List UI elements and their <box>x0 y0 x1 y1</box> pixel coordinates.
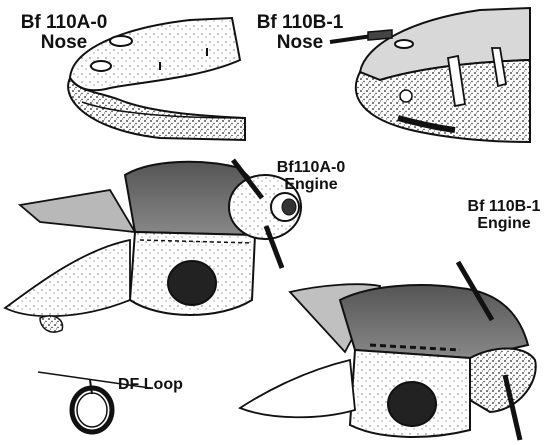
df-loop-label: DF Loop <box>118 376 183 393</box>
bf110b1-nose-drawing <box>329 6 531 144</box>
bf110a0-nose-drawing <box>67 16 246 142</box>
bf110b1-engine-subtitle: Engine <box>477 214 531 232</box>
bf110a0-engine-title: Bf110A-0 <box>276 159 346 176</box>
bf110b1-engine-label: Bf 110B-1 Engine <box>460 198 548 233</box>
bf110a0-engine-drawing <box>3 158 302 333</box>
bf110b1-nose-title: Bf 110B-1 <box>256 12 344 33</box>
bf110a0-engine-subtitle: Engine <box>284 175 338 193</box>
bf110a0-nose-subtitle: Nose <box>40 31 88 53</box>
df-loop-drawing <box>37 371 151 435</box>
bf110a0-nose-label: Bf 110A-0 Nose <box>8 13 120 53</box>
bf110a0-engine-label: Bf110A-0 Engine <box>270 159 352 194</box>
bf110b1-engine-drawing <box>238 260 537 441</box>
bf110a0-nose-title: Bf 110A-0 <box>20 12 108 33</box>
bf110b1-nose-subtitle: Nose <box>276 31 324 53</box>
bf110b1-engine-title: Bf 110B-1 <box>467 198 541 215</box>
bf110b1-nose-label: Bf 110B-1 Nose <box>245 13 355 53</box>
